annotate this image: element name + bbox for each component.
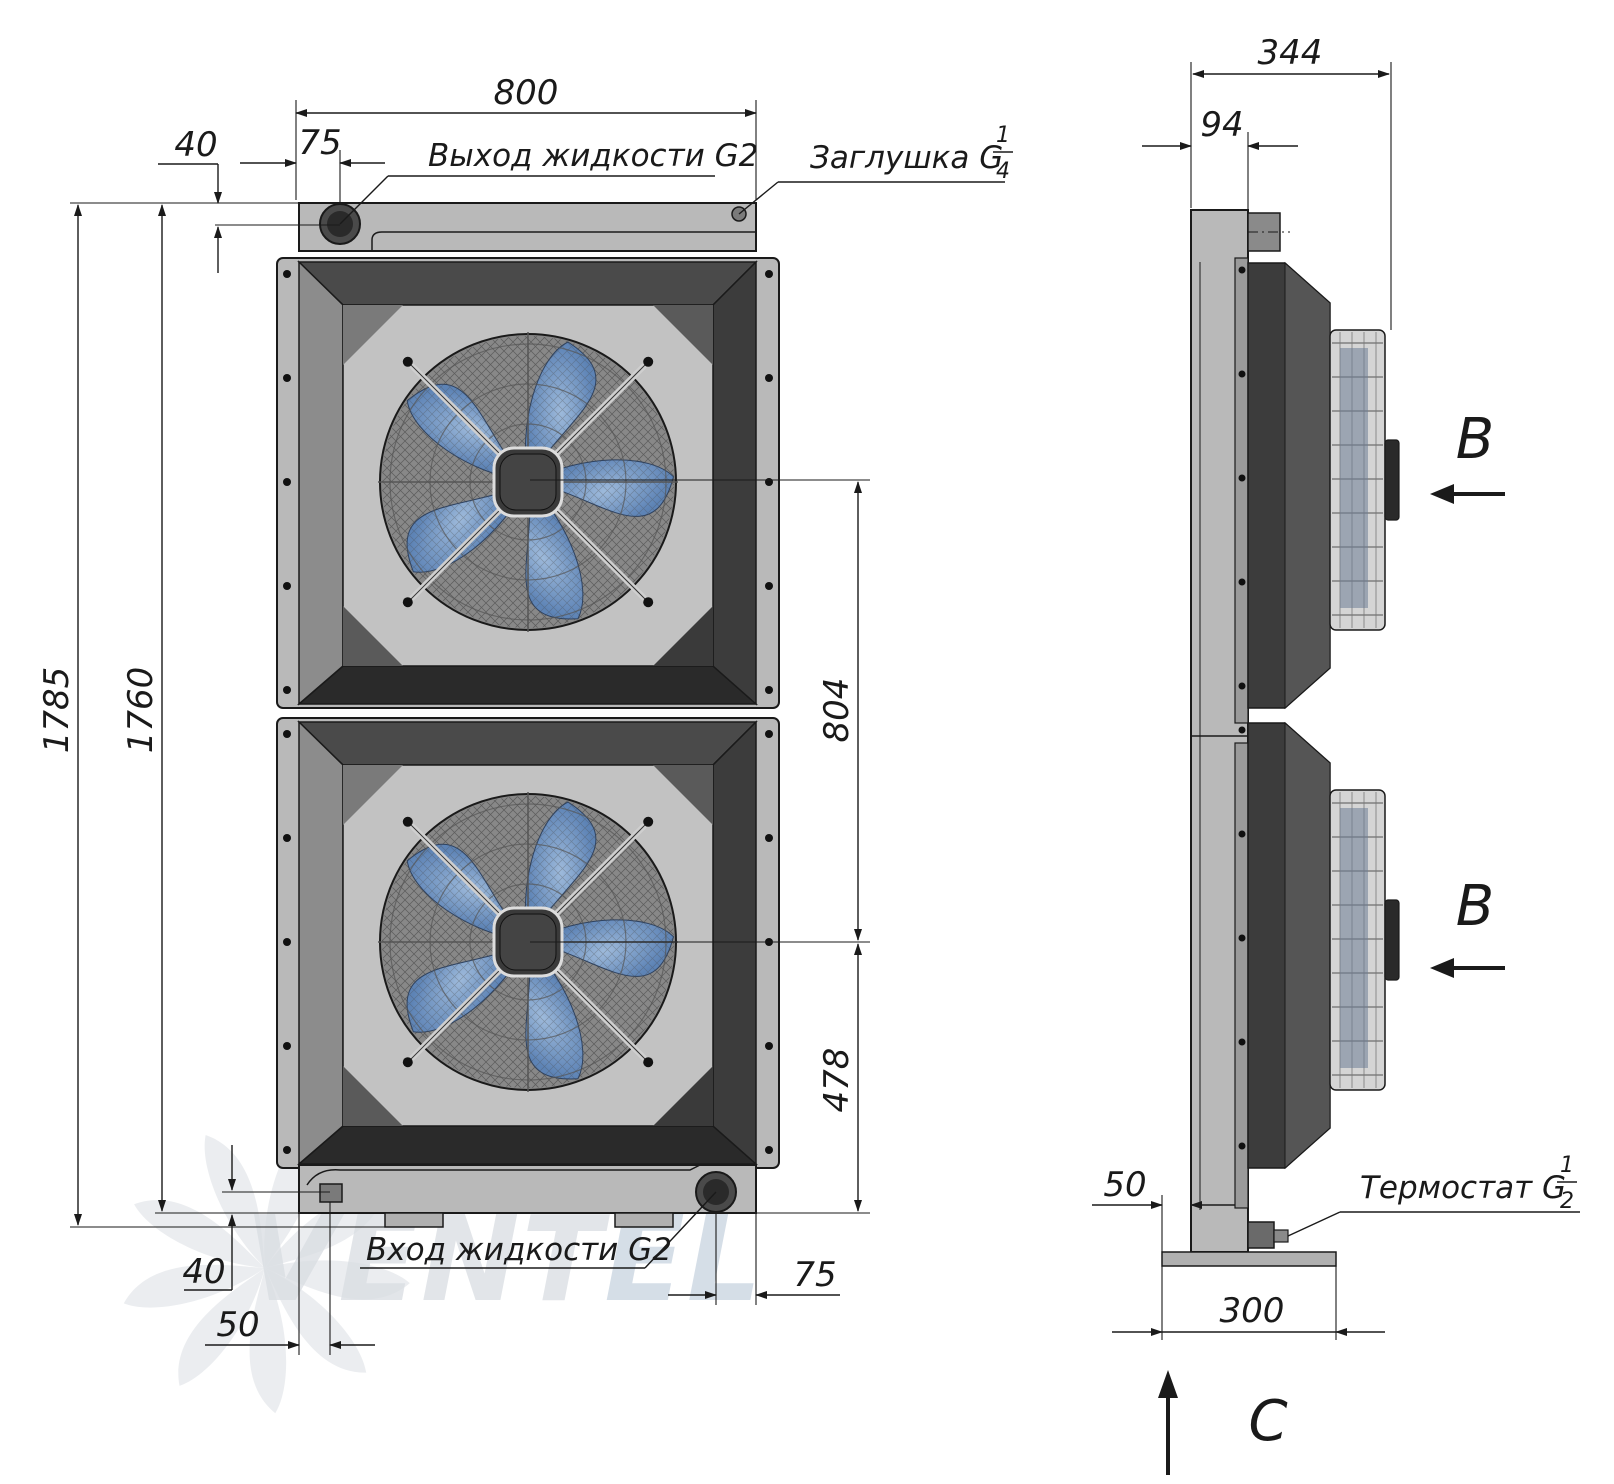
dim-side-50: 50 (1103, 1165, 1146, 1205)
dim-height-1760: 1760 (121, 667, 161, 754)
airflow-lower: B (1430, 874, 1505, 978)
dim-bottom-inlet-75: 75 (793, 1255, 836, 1295)
dim-left-offset-40: 40 (174, 125, 217, 165)
mounting-foot-left (384, 1212, 444, 1228)
callout-thermostat-numerator: 1 (1560, 1153, 1574, 1178)
dim-base-300: 300 (1220, 1291, 1285, 1331)
dim-bottom-50: 50 (216, 1305, 259, 1345)
top-manifold (298, 202, 757, 252)
side-dimensions: 344 94 50 300 (1092, 33, 1392, 1340)
front-dimensions: 800 40 75 1785 1760 804 478 (37, 73, 870, 1355)
front-view (276, 202, 780, 1228)
callout-thermostat-denominator: 2 (1560, 1189, 1574, 1214)
callout-inlet: Вход жидкости G2 (366, 1232, 672, 1268)
mounting-foot-right (614, 1212, 674, 1228)
front-callouts: Выход жидкости G2 Заглушка G 1 4 Вход жи… (339, 123, 1013, 1269)
callout-outlet: Выход жидкости G2 (428, 138, 758, 174)
callout-plug-denominator: 4 (996, 159, 1010, 184)
dim-depth-344: 344 (1258, 33, 1323, 73)
dim-top-outlet-75: 75 (298, 123, 341, 163)
arrow-left-icon (1430, 958, 1505, 978)
side-fan-lower (1238, 721, 1400, 1170)
side-fan-upper (1238, 261, 1400, 710)
arrow-up-icon (1158, 1370, 1178, 1475)
side-thermostat (1247, 1221, 1275, 1249)
fan-module-lower (276, 717, 780, 1169)
side-plate-upper (1234, 257, 1249, 724)
dim-fan-pitch-804: 804 (817, 678, 857, 743)
view-label-b-lower: B (1456, 874, 1494, 939)
side-base (1161, 1251, 1337, 1267)
dim-bottom-40: 40 (182, 1252, 225, 1292)
side-callouts: Термостат G 1 2 (1287, 1153, 1580, 1237)
side-plate-lower (1234, 742, 1249, 1209)
dim-height-1785: 1785 (37, 667, 77, 754)
callout-plug-numerator: 1 (996, 123, 1010, 148)
fan-icon (378, 332, 678, 632)
fan-icon (378, 792, 678, 1092)
fan-module-upper (276, 257, 780, 709)
view-label-c: C (1248, 1389, 1287, 1454)
callout-thermostat: Термостат G (1360, 1170, 1566, 1206)
bottom-view-c: C (1158, 1370, 1288, 1475)
dim-fan-center-478: 478 (817, 1048, 857, 1113)
view-label-b-upper: B (1456, 407, 1494, 472)
dim-width-800: 800 (494, 73, 559, 113)
callout-plug: Заглушка G (810, 140, 1003, 176)
thermostat-port (319, 1183, 343, 1203)
arrow-left-icon (1430, 484, 1505, 504)
airflow-upper: B (1430, 407, 1505, 504)
side-view (1161, 209, 1400, 1267)
dim-side-94: 94 (1200, 105, 1243, 145)
